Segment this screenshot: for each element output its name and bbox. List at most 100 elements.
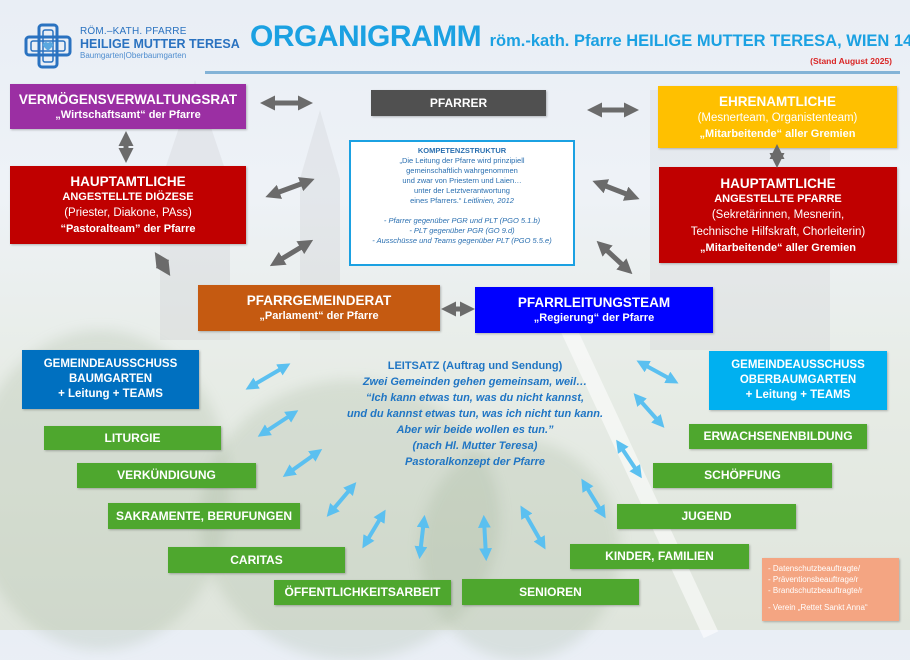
parish-line2: HEILIGE MUTTER TERESA — [80, 37, 240, 51]
arrow-oeffentlichkeit-icon — [414, 514, 430, 560]
team-jugend: JUGEND — [617, 504, 796, 529]
hd-sub1: ANGESTELLTE DIÖZESE — [62, 191, 194, 203]
gab-line1: GEMEINDEAUSSCHUSS — [43, 358, 178, 370]
arrow-pfarrer-hauptpfarre-icon — [592, 179, 640, 201]
team-label: LITURGIE — [104, 430, 161, 445]
page-title: ORGANIGRAMM röm.-kath. Pfarre HEILIGE MU… — [250, 20, 910, 54]
gao-line2: OBERBAUMGARTEN — [739, 374, 857, 386]
team-sakramente: SAKRAMENTE, BERUFUNGEN — [108, 503, 300, 529]
pgr-title: PFARRGEMEINDERAT — [246, 293, 392, 308]
kompetenz-list-item: - Ausschüsse und Teams gegenüber PLT (PG… — [372, 236, 552, 245]
hp-sub1: ANGESTELLTE PFARRE — [714, 192, 842, 205]
arrow-erwachsenenbildung-icon — [633, 393, 665, 428]
beauftragte-item: - Datenschutzbeauftragte/ — [768, 564, 861, 573]
parish-line1: RÖM.–KATH. PFARRE — [80, 26, 187, 37]
arrow-schoepfung-icon — [616, 439, 642, 479]
kompetenz-list-item: - Pfarrer gegenüber PGR und PLT (PGO 5.1… — [383, 216, 541, 225]
arrow-liturgie-icon — [257, 410, 299, 437]
arrow-plt-hauptpfarre-icon — [596, 240, 633, 275]
leitsatz-line: “Ich kann etwas tun, was du nicht kannst… — [365, 392, 585, 404]
parish-name: RÖM.–KATH. PFARRE HEILIGE MUTTER TERESA … — [80, 26, 240, 60]
arrow-hauptdioezese-pgr-icon — [154, 251, 171, 277]
leitsatz-line: und du kannst etwas tun, was ich nicht t… — [346, 408, 604, 420]
arrow-sakramente-icon — [326, 482, 357, 517]
team-oeffentlichkeitsarbeit: ÖFFENTLICHKEITSARBEIT — [274, 580, 451, 605]
parish-line3: Baumgarten|Oberbaumgarten — [80, 51, 187, 60]
vvr-title: VERMÖGENSVERWALTUNGSRAT — [18, 91, 238, 107]
team-label: VERKÜNDIGUNG — [117, 468, 216, 482]
arrow-hauptdioezese-pfarrer-icon — [265, 177, 315, 199]
team-label: JUGEND — [681, 509, 732, 523]
hd-line: (Priester, Diakone, PAss) — [64, 207, 192, 219]
hp-line2: Technische Hilfskraft, Chorleiterin) — [690, 225, 866, 238]
kompetenz-line: unter der Letztverantwortung — [414, 186, 510, 195]
beauftragte-box: - Datenschutzbeauftragte/ - Präventionsb… — [762, 558, 899, 621]
kompetenz-quote-end: eines Pfarrers.“ — [410, 196, 462, 205]
team-liturgie: LITURGIE — [44, 426, 221, 450]
pfarrgemeinderat-box: PFARRGEMEINDERAT „Parlament“ der Pfarre — [198, 285, 440, 331]
ehrenamtliche-box: EHRENAMTLICHE (Mesnerteam, Organistentea… — [658, 86, 897, 148]
hauptamtliche-pfarre-box: HAUPTAMTLICHE ANGESTELLTE PFARRE (Sekret… — [659, 167, 897, 263]
pgr-sub: „Parlament“ der Pfarre — [259, 310, 379, 322]
kompetenz-list-item: - PLT gegenüber PGR (GO 9.d) — [409, 226, 515, 235]
team-label: KINDER, FAMILIEN — [605, 549, 714, 563]
team-label: CARITAS — [230, 552, 283, 567]
gemeindeausschuss-baumgarten-box: GEMEINDEAUSSCHUSS BAUMGARTEN + Leitung +… — [22, 350, 199, 409]
leitsatz-line: Pastoralkonzept der Pfarre — [405, 456, 545, 468]
team-verkuendigung: VERKÜNDIGUNG — [77, 463, 256, 488]
pfarrleitungsteam-box: PFARRLEITUNGSTEAM „Regierung“ der Pfarre — [475, 287, 713, 333]
team-label: SAKRAMENTE, BERUFUNGEN — [115, 508, 292, 523]
arrow-jugend-icon — [581, 478, 606, 519]
vermoegensverwaltungsrat-box: VERMÖGENSVERWALTUNGSRAT „Wirtschaftsamt“… — [10, 84, 246, 129]
leitsatz-heading: LEITSATZ (Auftrag und Sendung) — [387, 360, 563, 372]
beauftragte-item: - Brandschutzbeauftragte/r — [768, 586, 863, 595]
beauftragte-item: - Verein „Rettet Sankt Anna“ — [768, 603, 868, 612]
hd-title: HAUPTAMTLICHE — [70, 174, 186, 189]
gab-line3: + Leitung + TEAMS — [58, 388, 163, 400]
kompetenz-heading: KOMPETENZSTRUKTUR — [417, 146, 507, 155]
hp-title: HAUPTAMTLICHE — [720, 175, 836, 191]
leitsatz-text: LEITSATZ (Auftrag und Sendung) Zwei Geme… — [345, 358, 605, 470]
team-kinder-familien: KINDER, FAMILIEN — [570, 544, 749, 569]
team-label: SENIOREN — [519, 584, 582, 599]
title-subtitle: röm.-kath. Pfarre HEILIGE MUTTER TERESA,… — [489, 32, 910, 50]
ehrenamt-line: (Mesnerteam, Organistenteam) — [697, 111, 858, 124]
team-label: SCHÖPFUNG — [704, 468, 781, 482]
leitsatz-line: (nach Hl. Mutter Teresa) — [412, 440, 538, 452]
leitsatz-line: Zwei Gemeinden gehen gemeinsam, weil… — [362, 376, 588, 388]
ehrenamt-title: EHRENAMTLICHE — [719, 93, 836, 109]
hd-sub2: “Pastoralteam” der Pfarre — [60, 223, 196, 235]
plt-sub: „Regierung“ der Pfarre — [533, 312, 655, 324]
gemeindeausschuss-oberbaumgarten-box: GEMEINDEAUSSCHUSS OBERBAUMGARTEN + Leitu… — [709, 351, 887, 410]
hp-sub2: „Mitarbeitende“ aller Gremien — [700, 241, 856, 254]
gao-line1: GEMEINDEAUSSCHUSS — [731, 359, 865, 371]
vvr-sub: „Wirtschaftsamt“ der Pfarre — [55, 108, 201, 121]
arrow-caritas-icon — [362, 509, 386, 549]
team-label: ÖFFENTLICHKEITSARBEIT — [284, 585, 441, 599]
team-senioren: SENIOREN — [462, 579, 639, 605]
kompetenzstruktur-box: KOMPETENZSTRUKTUR „Die Leitung der Pfarr… — [349, 140, 575, 266]
date-stamp: (Stand August 2025) — [810, 56, 892, 66]
leitsatz-line: Aber wir beide wollen es tun.” — [396, 424, 554, 436]
arrow-ga-oberbaumgarten-icon — [636, 360, 679, 384]
arrow-senioren-icon — [478, 514, 492, 562]
team-caritas: CARITAS — [168, 547, 345, 573]
hauptamtliche-dioezese-box: HAUPTAMTLICHE ANGESTELLTE DIÖZESE (Pries… — [10, 166, 246, 244]
arrow-ga-baumgarten-icon — [245, 363, 291, 390]
kompetenz-line-last: eines Pfarrers.“ Leitlinien, 2012 — [351, 196, 573, 206]
pfarrer-title: PFARRER — [429, 95, 488, 110]
team-erwachsenenbildung: ERWACHSENENBILDUNG — [689, 424, 867, 449]
arrow-verkuendigung-icon — [282, 449, 323, 477]
pfarrer-box: PFARRER — [371, 90, 546, 116]
kompetenz-line: gemeinschaftlich wahrgenommen — [406, 166, 518, 175]
cross-heart-logo-icon — [22, 22, 74, 70]
plt-title: PFARRLEITUNGSTEAM — [517, 295, 671, 310]
arrow-kinder-icon — [520, 505, 546, 550]
hp-line1: (Sekretärinnen, Mesnerin, — [711, 208, 845, 221]
beauftragte-item: - Präventionsbeauftrage/r — [768, 575, 859, 584]
team-schoepfung: SCHÖPFUNG — [653, 463, 832, 488]
team-label: ERWACHSENENBILDUNG — [703, 429, 853, 443]
arrow-pgr-pfarrer-icon — [269, 239, 314, 267]
kompetenz-citation: Leitlinien, 2012 — [463, 196, 514, 205]
kompetenz-line: und zwar von Priestern und Laien… — [402, 176, 522, 185]
